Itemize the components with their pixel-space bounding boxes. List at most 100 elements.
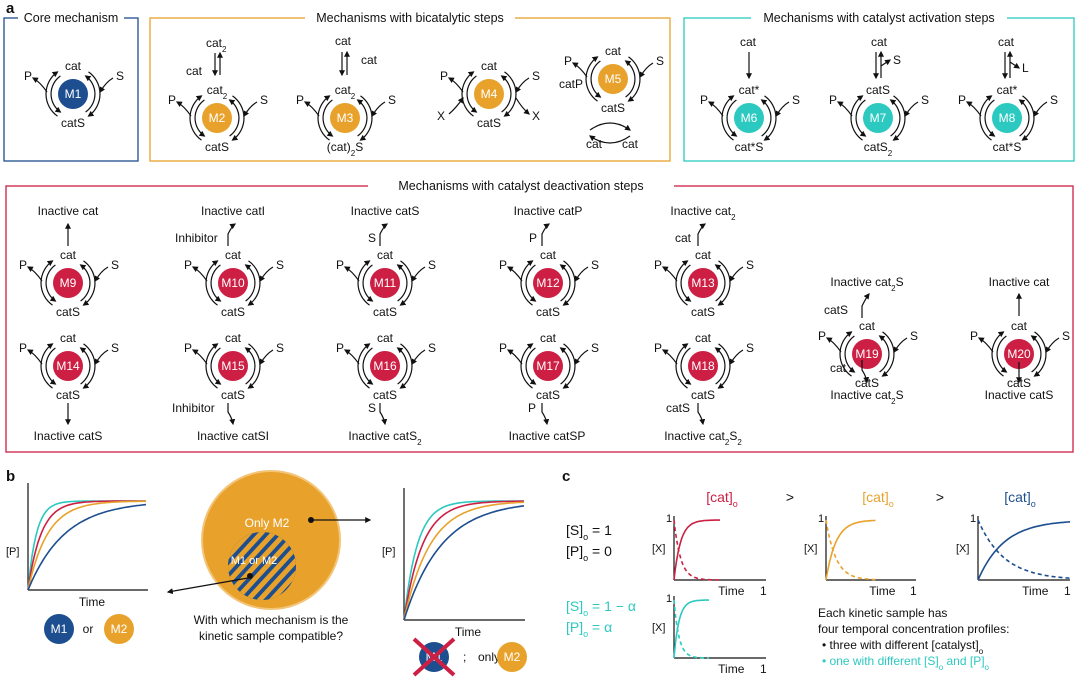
svg-text:P: P — [654, 258, 662, 272]
panel-b-venn: Only M2 M1 or M2 With which mechanism is… — [166, 470, 372, 643]
svg-text:• one with different [S]o and: • one with different [S]o and [P]o — [822, 654, 990, 672]
label-m16: M16 — [373, 359, 397, 373]
svg-text:1: 1 — [910, 584, 917, 598]
svg-text:cat2: cat2 — [206, 36, 227, 54]
svg-text:Inactive catS: Inactive catS — [985, 388, 1054, 402]
svg-text:Inactive catSI: Inactive catSI — [197, 429, 269, 443]
svg-text:S: S — [111, 258, 119, 272]
svg-text:Inactive cat: Inactive cat — [989, 275, 1050, 289]
panel-c-headers: [cat]o > [cat]o > [cat]o — [706, 489, 1035, 509]
panel-c-conditions: [S]o = 1 [P]o = 0 [S]o = 1 − α [P]o = α — [566, 522, 636, 639]
svg-text:Inactive cat: Inactive cat — [38, 204, 99, 218]
svg-text:X: X — [532, 109, 540, 123]
svg-text:catS: catS — [373, 388, 397, 402]
svg-text:S: S — [368, 231, 376, 245]
svg-text:or: or — [83, 622, 94, 636]
label-m13: M13 — [691, 276, 715, 290]
svg-text:1: 1 — [970, 513, 976, 525]
svg-text:cat: cat — [60, 248, 77, 262]
svg-text:cat: cat — [605, 44, 622, 58]
svg-text:Time: Time — [718, 584, 745, 598]
svg-text:catS: catS — [824, 303, 848, 317]
svg-text:S: S — [656, 54, 664, 68]
m6-extras: cat — [740, 35, 757, 80]
svg-text:S: S — [893, 53, 901, 67]
svg-text:Time: Time — [718, 662, 745, 676]
node-m1 — [58, 79, 88, 109]
node-m7 — [863, 103, 893, 133]
node-m2 — [202, 103, 232, 133]
svg-text:catS: catS — [866, 83, 890, 97]
m1-circle — [44, 614, 74, 644]
svg-text:catP: catP — [559, 77, 583, 91]
svg-text:cat*: cat* — [739, 83, 760, 97]
svg-text:only: only — [478, 650, 500, 664]
svg-text:four temporal concentration pr: four temporal concentration profiles: — [818, 622, 1009, 636]
svg-text:S: S — [260, 93, 268, 107]
svg-text:cat: cat — [186, 64, 203, 78]
svg-text:L: L — [1022, 61, 1029, 75]
label-m12: M12 — [536, 276, 560, 290]
label-m3: M3 — [337, 111, 354, 125]
svg-text:cat: cat — [377, 331, 394, 345]
svg-text:kinetic sample compatible?: kinetic sample compatible? — [199, 629, 343, 643]
svg-text:cat: cat — [377, 248, 394, 262]
svg-text:P: P — [529, 231, 537, 245]
label-m2: M2 — [209, 111, 226, 125]
m8-extras: cat L — [998, 35, 1029, 80]
deactivation-extras: Inactive cat Inactive catI Inhibitor Ina… — [34, 204, 1054, 447]
svg-text:P: P — [499, 258, 507, 272]
svg-text:catS: catS — [536, 305, 560, 319]
node-m5 — [598, 64, 628, 94]
node-m13 — [688, 268, 718, 298]
svg-text:S: S — [591, 341, 599, 355]
svg-text:cat: cat — [540, 248, 557, 262]
label-m8: M8 — [999, 111, 1016, 125]
curve-2 — [403, 501, 525, 621]
svg-text:S: S — [1050, 93, 1058, 107]
label-m1: M1 — [65, 87, 82, 101]
svg-text:(cat)2S: (cat)2S — [327, 140, 363, 158]
svg-text:cat: cat — [481, 59, 498, 73]
svg-text:cat2: cat2 — [207, 83, 228, 101]
node-m4 — [474, 79, 504, 109]
node-m16 — [370, 351, 400, 381]
svg-text:Inhibitor: Inhibitor — [175, 231, 218, 245]
svg-text:[S]o = 1 − α: [S]o = 1 − α — [566, 598, 636, 618]
panel-a-label: a — [6, 0, 15, 17]
svg-text:[P]o = α: [P]o = α — [566, 619, 612, 639]
svg-text:S: S — [428, 258, 436, 272]
svg-text:P: P — [19, 258, 27, 272]
svg-text:S: S — [746, 341, 754, 355]
label-m20: M20 — [1007, 347, 1031, 361]
svg-text:catS: catS — [221, 388, 245, 402]
svg-text:cat: cat — [540, 331, 557, 345]
svg-text:S: S — [368, 401, 376, 415]
svg-text:[P]: [P] — [382, 546, 395, 558]
svg-text:S: S — [921, 93, 929, 107]
svg-text:P: P — [970, 329, 978, 343]
svg-text:Time: Time — [455, 625, 482, 639]
panel-b-left-legend: M1 or M2 — [44, 614, 134, 644]
svg-text:P: P — [958, 93, 966, 107]
svg-text:X: X — [437, 109, 445, 123]
m3-extras: cat cat — [335, 34, 378, 77]
svg-text:cat: cat — [225, 248, 242, 262]
label-m18: M18 — [691, 359, 715, 373]
svg-text:P: P — [818, 329, 826, 343]
svg-text:[cat]o: [cat]o — [862, 489, 893, 509]
svg-text:catS2: catS2 — [864, 140, 893, 158]
svg-text:cat: cat — [622, 137, 639, 151]
